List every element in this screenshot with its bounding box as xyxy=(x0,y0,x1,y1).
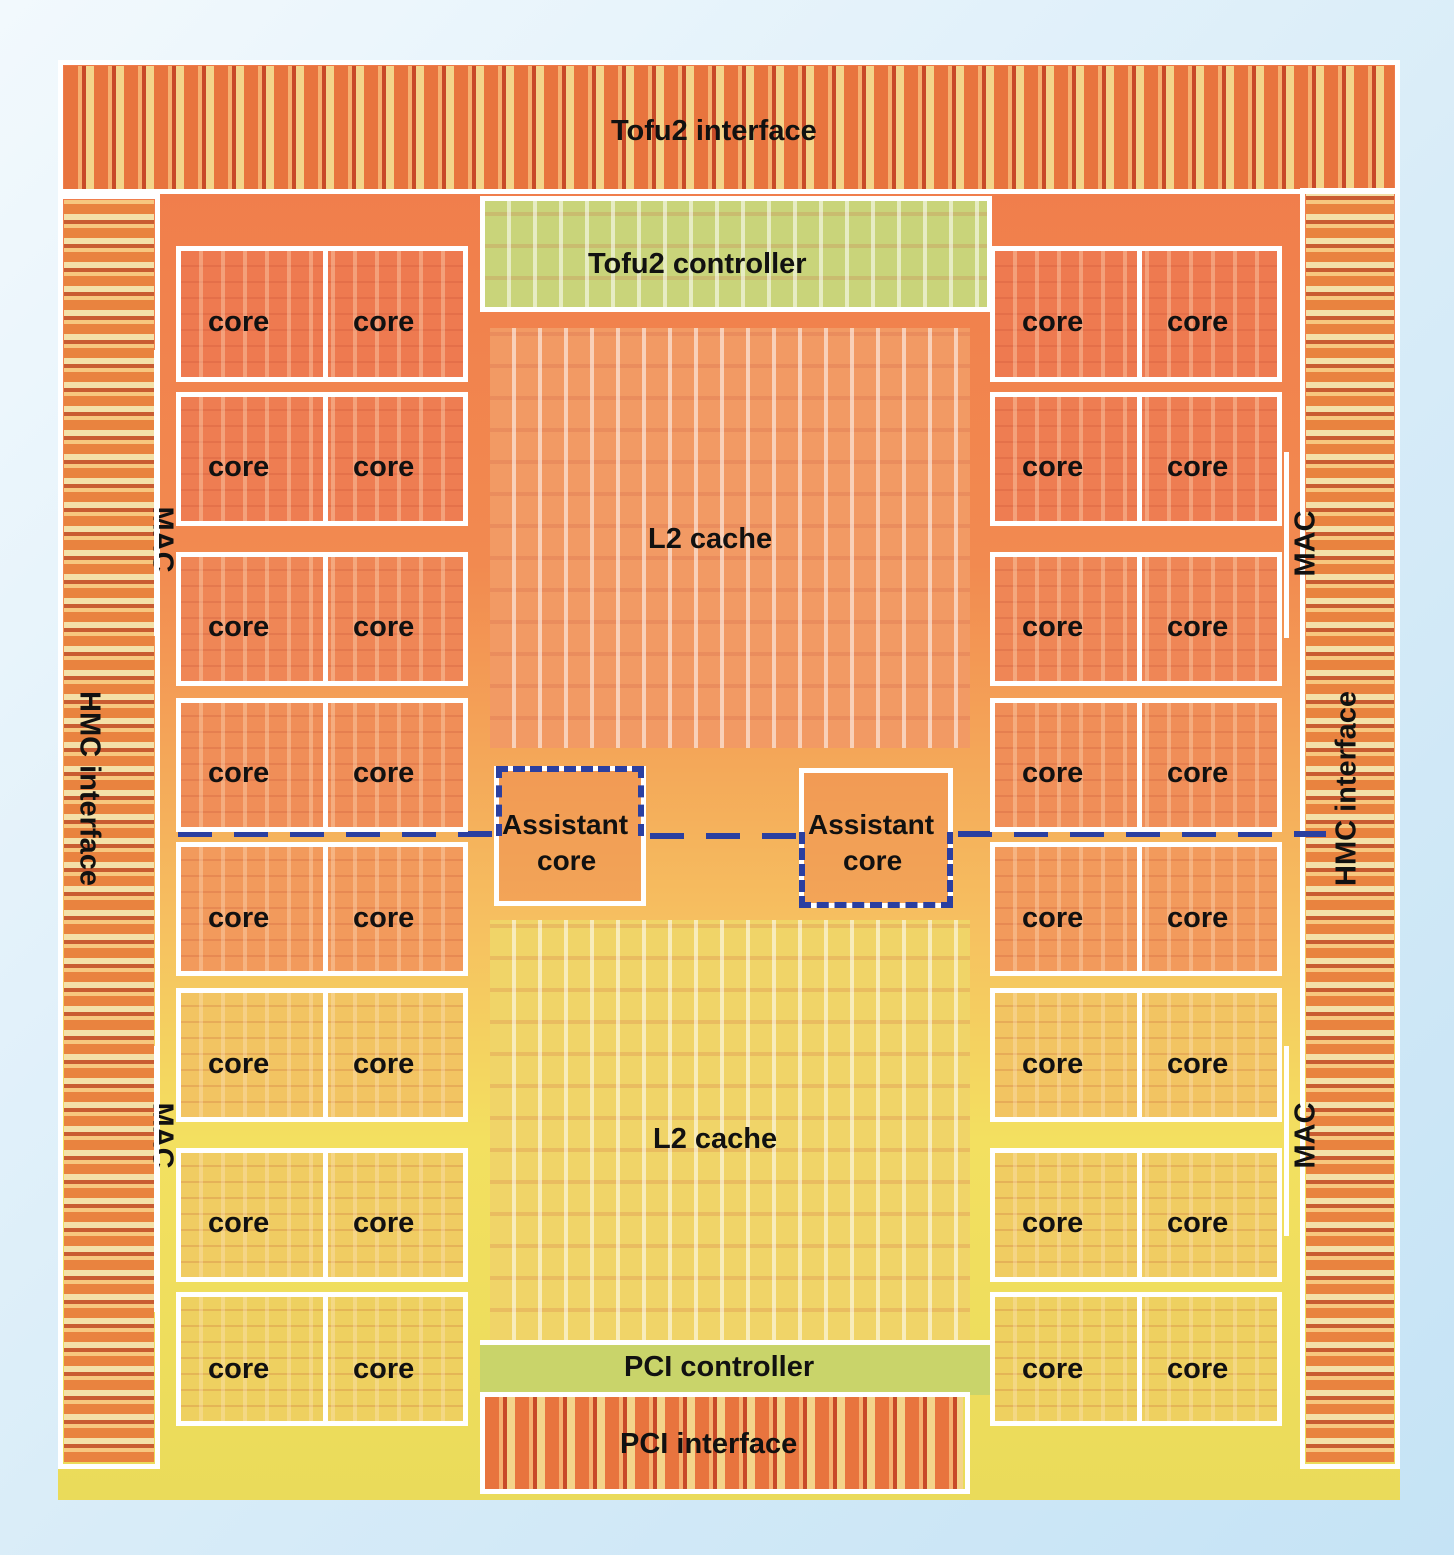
hmc-interface-left-label: HMC interface xyxy=(73,691,106,886)
core-pair-right-6 xyxy=(990,988,1282,1122)
l2-cache-bottom-label: L2 cache xyxy=(653,1123,778,1155)
hmc-interface-right-label: HMC interface xyxy=(1330,691,1363,886)
assistant-core-right-label-line1: Assistant xyxy=(808,809,935,840)
pci-controller-frame-line xyxy=(480,1340,992,1345)
core-label: core xyxy=(1167,1353,1229,1385)
core-label: core xyxy=(208,1353,270,1385)
tofu2-interface-frame xyxy=(58,60,1400,194)
core-label: core xyxy=(1022,757,1084,789)
hmc-interface-left-frame xyxy=(58,194,160,1469)
core-pair-right-4 xyxy=(990,698,1282,832)
mac-right-top-bracket xyxy=(1284,452,1289,638)
core-label: core xyxy=(1167,611,1229,643)
core-label: core xyxy=(1022,1207,1084,1239)
core-label: core xyxy=(1167,757,1229,789)
hmc-interface-left-region xyxy=(64,200,154,1462)
core-pair-right-3 xyxy=(990,552,1282,686)
core-label: core xyxy=(1022,611,1084,643)
core-label: core xyxy=(208,306,270,338)
mac-left-bottom-bracket xyxy=(154,1046,159,1312)
core-label: core xyxy=(353,451,415,483)
core-pair-left-3 xyxy=(176,552,468,686)
tofu2-controller-region xyxy=(485,200,991,308)
mac-left-bottom-label: MAC xyxy=(146,1102,179,1169)
dashed-divider-center xyxy=(650,833,800,839)
core-pair-left-2 xyxy=(176,392,468,526)
chip-die: Tofu2 interface HMC interface HMC interf… xyxy=(58,60,1400,1500)
core-label: core xyxy=(1022,451,1084,483)
assistant-core-right-label-line2: core xyxy=(843,845,903,876)
core-label: core xyxy=(353,1207,415,1239)
assistant-core-left-dashed-outline xyxy=(496,766,644,836)
core-pair-left-6 xyxy=(176,988,468,1122)
core-label: core xyxy=(353,611,415,643)
tofu2-controller-label: Tofu2 controller xyxy=(588,248,807,280)
core-pair-left-8 xyxy=(176,1292,468,1426)
core-pair-right-8 xyxy=(990,1292,1282,1426)
core-label: core xyxy=(1022,902,1084,934)
core-pair-right-5 xyxy=(990,842,1282,976)
core-label: core xyxy=(208,451,270,483)
dashed-divider-right xyxy=(958,831,1326,837)
core-pair-right-2 xyxy=(990,392,1282,526)
core-label: core xyxy=(208,611,270,643)
pci-controller-label: PCI controller xyxy=(624,1351,815,1383)
pci-interface-region xyxy=(485,1397,963,1489)
hmc-interface-right-frame xyxy=(1300,188,1400,1469)
assistant-core-left-frame xyxy=(494,766,646,906)
core-label: core xyxy=(208,1207,270,1239)
core-label: core xyxy=(353,757,415,789)
dashed-divider-left xyxy=(178,831,494,837)
core-label: core xyxy=(353,1048,415,1080)
core-pair-right-7 xyxy=(990,1148,1282,1282)
assistant-core-right-dashed-outline xyxy=(799,832,953,908)
tofu2-interface-region xyxy=(64,66,1394,192)
mac-left-top-label: MAC xyxy=(146,506,179,573)
l2-cache-bottom-region xyxy=(490,920,970,1340)
core-label: core xyxy=(353,902,415,934)
core-pair-left-4 xyxy=(176,698,468,832)
core-label: core xyxy=(1022,1353,1084,1385)
pci-controller-region xyxy=(480,1345,992,1395)
assistant-core-left-label-line2: core xyxy=(537,845,597,876)
tofu2-interface-label: Tofu2 interface xyxy=(611,115,817,147)
core-pair-left-7 xyxy=(176,1148,468,1282)
hmc-interface-right-region xyxy=(1306,194,1394,1462)
core-label: core xyxy=(353,1353,415,1385)
core-label: core xyxy=(1022,306,1084,338)
l2-cache-top-label: L2 cache xyxy=(648,523,773,555)
mac-left-top-bracket xyxy=(154,350,159,636)
mac-right-top-label: MAC xyxy=(1289,510,1322,577)
core-pair-left-5 xyxy=(176,842,468,976)
core-label: core xyxy=(1167,902,1229,934)
core-pair-right-1 xyxy=(990,246,1282,382)
core-label: core xyxy=(353,306,415,338)
core-label: core xyxy=(1167,451,1229,483)
tofu2-controller-frame xyxy=(480,196,992,312)
assistant-core-left-label-line1: Assistant xyxy=(502,809,629,840)
core-label: core xyxy=(208,757,270,789)
core-label: core xyxy=(1022,1048,1084,1080)
core-label: core xyxy=(1167,1048,1229,1080)
core-label: core xyxy=(208,902,270,934)
mac-right-bottom-bracket xyxy=(1284,1046,1289,1236)
mac-right-bottom-label: MAC xyxy=(1289,1102,1322,1169)
core-pair-left-1 xyxy=(176,246,468,382)
pci-interface-frame xyxy=(480,1392,970,1494)
core-label: core xyxy=(208,1048,270,1080)
l2-cache-top-region xyxy=(490,328,970,748)
core-label: core xyxy=(1167,306,1229,338)
core-label: core xyxy=(1167,1207,1229,1239)
pci-interface-label: PCI interface xyxy=(620,1428,798,1460)
